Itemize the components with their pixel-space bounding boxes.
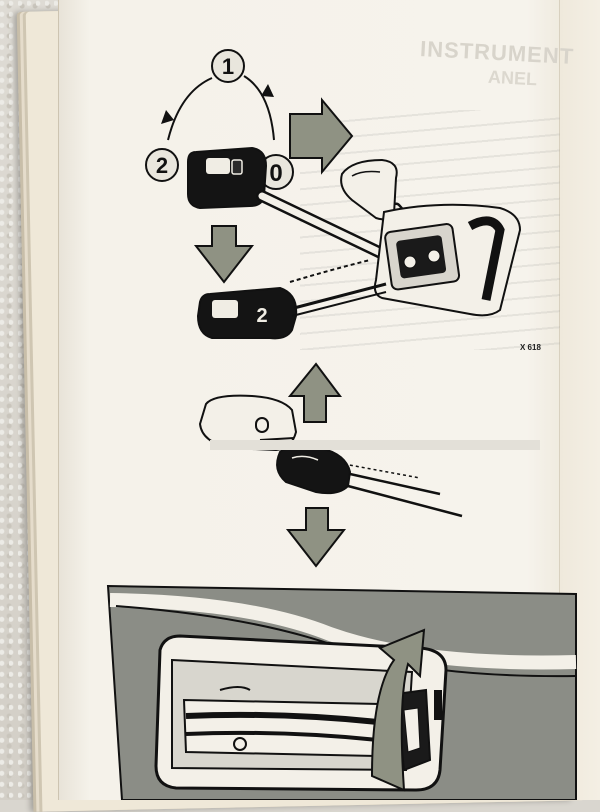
arc-left: [167, 77, 213, 141]
arrow-right-icon: [289, 97, 354, 175]
lever-end-position-2: 2: [196, 259, 387, 340]
arc-arrowhead-right: [261, 84, 274, 97]
figure-code: X 618: [520, 343, 541, 352]
position-label-0: 0: [269, 160, 282, 187]
steering-column-shroud: [373, 203, 522, 317]
arrow-down-lower-icon: [285, 507, 347, 568]
position-label-2: 2: [156, 153, 168, 178]
rotary-switch-icon: [187, 146, 268, 210]
position-label-1: 1: [222, 54, 234, 79]
arrow-down-icon: [193, 225, 255, 284]
arrow-up-icon: [287, 362, 342, 423]
arc-arrowhead-left: [161, 110, 174, 124]
faded-rule: [210, 440, 540, 450]
dashboard-panel: [106, 584, 577, 800]
arc-right: [243, 75, 275, 141]
lever-label-2: 2: [256, 305, 267, 327]
position-circle-2: [145, 148, 179, 182]
position-circle-1: [211, 49, 245, 83]
curved-arrow-up-icon: [370, 628, 426, 792]
position-diagram: 1 2 0: [145, 49, 294, 210]
